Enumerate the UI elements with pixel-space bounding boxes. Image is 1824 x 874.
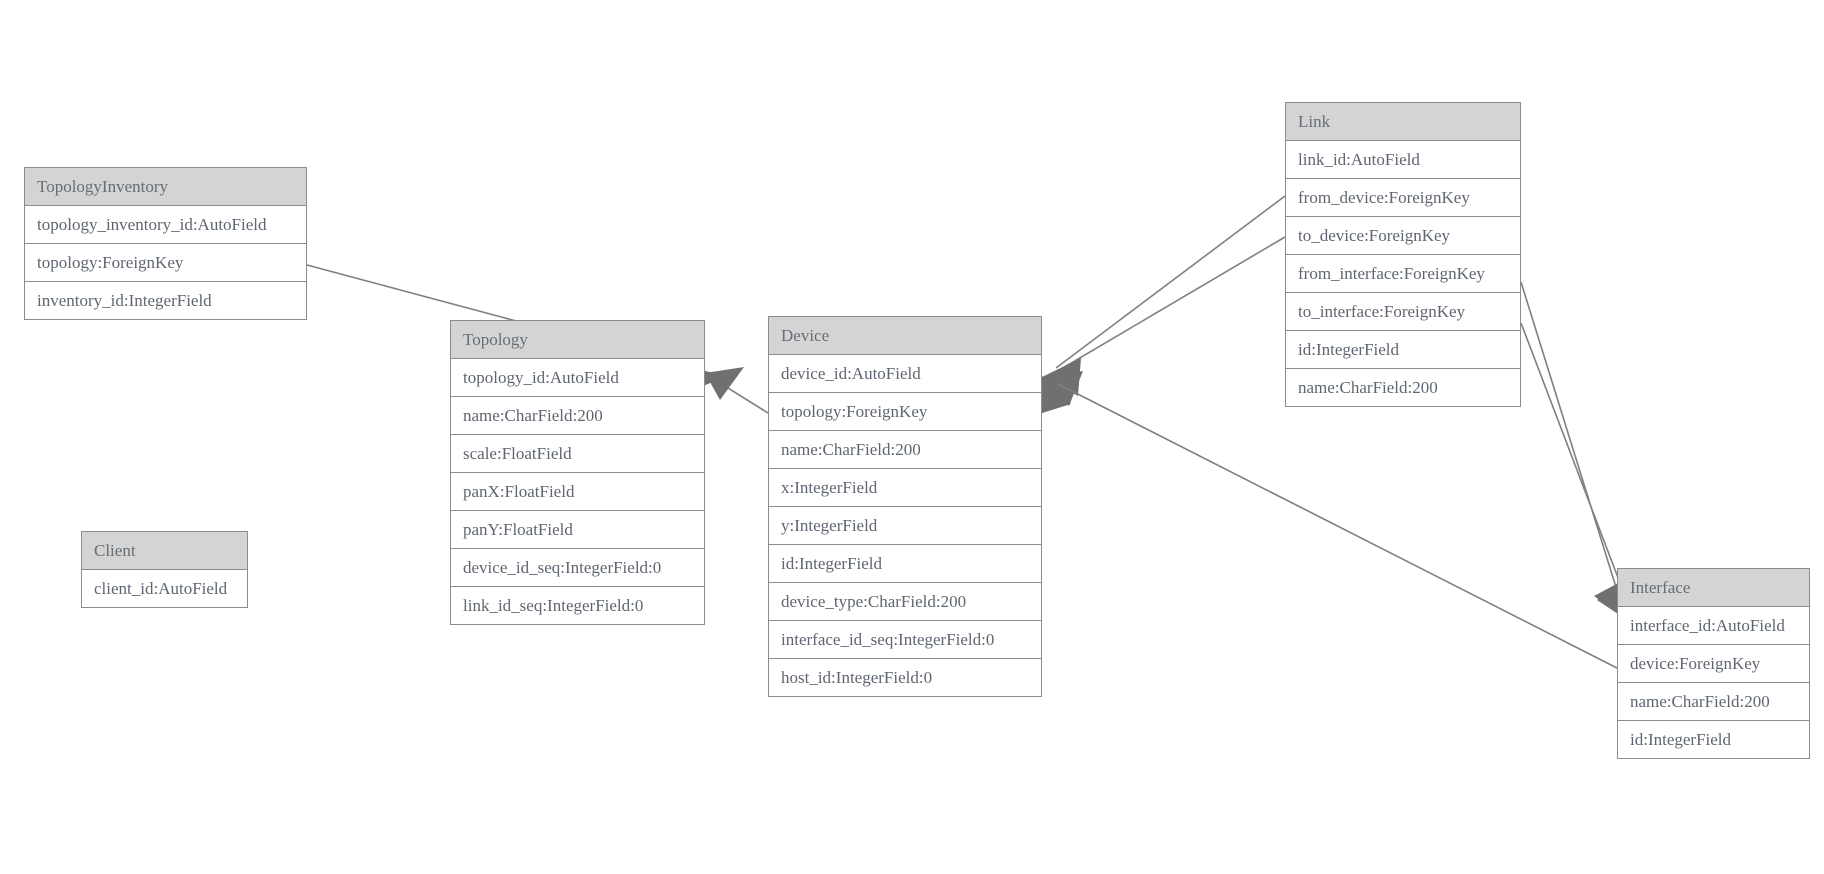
entity-field[interactable]: topology_id:AutoField xyxy=(451,359,704,397)
entity-field[interactable]: client_id:AutoField xyxy=(82,570,247,607)
entity-field[interactable]: interface_id_seq:IntegerField:0 xyxy=(769,621,1041,659)
entity-topology[interactable]: Topology topology_id:AutoField name:Char… xyxy=(450,320,705,625)
entity-field[interactable]: panY:FloatField xyxy=(451,511,704,549)
entity-field[interactable]: device_id_seq:IntegerField:0 xyxy=(451,549,704,587)
entity-title: Link xyxy=(1286,103,1520,141)
entity-field-list: client_id:AutoField xyxy=(82,570,247,607)
entity-field[interactable]: id:IntegerField xyxy=(769,545,1041,583)
entity-field[interactable]: to_interface:ForeignKey xyxy=(1286,293,1520,331)
entity-title: Device xyxy=(769,317,1041,355)
entity-client[interactable]: Client client_id:AutoField xyxy=(81,531,248,608)
entity-field[interactable]: device:ForeignKey xyxy=(1618,645,1809,683)
entity-field[interactable]: x:IntegerField xyxy=(769,469,1041,507)
edge-link-from-interface xyxy=(1520,281,1627,620)
entity-field[interactable]: y:IntegerField xyxy=(769,507,1041,545)
edge-interface-device xyxy=(1039,376,1618,669)
entity-field[interactable]: to_device:ForeignKey xyxy=(1286,217,1520,255)
entity-title: Interface xyxy=(1618,569,1809,607)
entity-field[interactable]: from_interface:ForeignKey xyxy=(1286,255,1520,293)
entity-field[interactable]: topology:ForeignKey xyxy=(25,244,306,282)
entity-field[interactable]: interface_id:AutoField xyxy=(1618,607,1809,645)
entity-field[interactable]: host_id:IntegerField:0 xyxy=(769,659,1041,696)
entity-title: Client xyxy=(82,532,247,570)
entity-field[interactable]: id:IntegerField xyxy=(1618,721,1809,758)
entity-interface[interactable]: Interface interface_id:AutoField device:… xyxy=(1617,568,1810,759)
entity-device[interactable]: Device device_id:AutoField topology:Fore… xyxy=(768,316,1042,697)
entity-field[interactable]: id:IntegerField xyxy=(1286,331,1520,369)
entity-field[interactable]: panX:FloatField xyxy=(451,473,704,511)
edge-link-to-device xyxy=(1042,236,1286,396)
entity-field-list: device_id:AutoField topology:ForeignKey … xyxy=(769,355,1041,696)
edge-device-topology xyxy=(705,367,769,414)
entity-field[interactable]: name:CharField:200 xyxy=(1618,683,1809,721)
entity-link[interactable]: Link link_id:AutoField from_device:Forei… xyxy=(1285,102,1521,407)
entity-topologyinventory[interactable]: TopologyInventory topology_inventory_id:… xyxy=(24,167,307,320)
entity-field[interactable]: scale:FloatField xyxy=(451,435,704,473)
edge-link-from-device xyxy=(1042,195,1286,406)
edge-link-to-interface xyxy=(1520,322,1629,620)
entity-field-list: topology_inventory_id:AutoField topology… xyxy=(25,206,306,319)
entity-field-list: interface_id:AutoField device:ForeignKey… xyxy=(1618,607,1809,758)
entity-field[interactable]: name:CharField:200 xyxy=(451,397,704,435)
entity-field[interactable]: from_device:ForeignKey xyxy=(1286,179,1520,217)
entity-field[interactable]: inventory_id:IntegerField xyxy=(25,282,306,319)
entity-field-list: topology_id:AutoField name:CharField:200… xyxy=(451,359,704,624)
entity-field[interactable]: device_id:AutoField xyxy=(769,355,1041,393)
entity-field[interactable]: link_id_seq:IntegerField:0 xyxy=(451,587,704,624)
entity-title: Topology xyxy=(451,321,704,359)
entity-field[interactable]: name:CharField:200 xyxy=(769,431,1041,469)
entity-field[interactable]: link_id:AutoField xyxy=(1286,141,1520,179)
entity-field[interactable]: topology_inventory_id:AutoField xyxy=(25,206,306,244)
entity-field-list: link_id:AutoField from_device:ForeignKey… xyxy=(1286,141,1520,406)
entity-field[interactable]: name:CharField:200 xyxy=(1286,369,1520,406)
entity-field[interactable]: device_type:CharField:200 xyxy=(769,583,1041,621)
entity-field[interactable]: topology:ForeignKey xyxy=(769,393,1041,431)
entity-title: TopologyInventory xyxy=(25,168,306,206)
